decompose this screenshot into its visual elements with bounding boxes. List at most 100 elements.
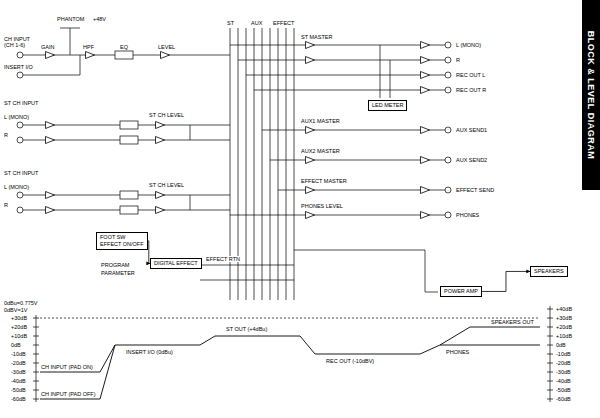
signal-label: ST CH LEVEL: [148, 112, 185, 118]
signal-label: ST: [226, 20, 235, 26]
output-jack: [445, 72, 451, 78]
power-amp-box: POWER AMP: [440, 286, 482, 297]
signal-label: -60dB: [555, 396, 572, 402]
amplifier-symbol: [306, 212, 315, 219]
amplifier-symbol: [306, 42, 315, 49]
eq-block: [115, 51, 133, 59]
node-text: EFFECT ON/OFF: [100, 241, 144, 248]
amplifier-symbol: [421, 72, 430, 79]
signal-label: -50dB: [555, 387, 572, 393]
amplifier-symbol: [421, 42, 430, 49]
eq-block: [120, 121, 138, 129]
amplifier-symbol: [46, 192, 55, 199]
node-text: DIGITAL EFFECT: [154, 260, 198, 267]
amplifier-symbol: [156, 207, 165, 214]
signal-label: CH INPUT (PAD OFF): [40, 391, 97, 397]
input-jack: [17, 207, 23, 213]
signal-label: 0dB: [555, 342, 567, 348]
signal-label: L (MONO): [3, 114, 30, 120]
signal-label: REC OUT L: [455, 72, 486, 78]
amplifier-symbol: [156, 137, 165, 144]
speaker-out-box: SPEAKERS: [530, 266, 568, 277]
input-jack: [17, 52, 23, 58]
input-jack: [17, 122, 23, 128]
signal-label: LEVEL: [157, 44, 176, 50]
signal-label: 0dB: [10, 342, 22, 348]
signal-label: REC OUT R: [455, 87, 487, 93]
signal-label: R: [3, 202, 9, 208]
amplifier-symbol: [306, 127, 315, 134]
signal-label: ST OUT (+4dBu): [225, 326, 268, 332]
output-jack: [445, 187, 451, 193]
amplifier-symbol: [156, 192, 165, 199]
amplifier-symbol: [421, 57, 430, 64]
signal-label: INSERT I/O (0dBu): [125, 349, 174, 355]
input-jack: [17, 192, 23, 198]
amplifier-symbol: [46, 122, 55, 129]
amplifier-symbol: [306, 187, 315, 194]
effect-box: DIGITAL EFFECT: [150, 258, 202, 269]
signal-label: AUX SEND1: [455, 127, 488, 133]
signal-label: -10dB: [555, 351, 572, 357]
signal-label: +30dB: [555, 315, 573, 321]
signal-label: R: [455, 57, 461, 63]
amplifier-symbol: [86, 52, 95, 59]
signal-label: -10dB: [10, 351, 27, 357]
signal-label: +20dB: [555, 324, 573, 330]
eq-block: [120, 191, 138, 199]
signal-label: SPEAKERS OUT: [490, 319, 535, 325]
amplifier-symbol: [156, 122, 165, 129]
signal-label: +48V: [92, 16, 107, 22]
signal-label: PROGRAM: [100, 262, 130, 268]
signal-label: L (MONO): [3, 184, 30, 190]
signal-label: EQ: [119, 44, 129, 50]
node-text: SPEAKERS: [534, 268, 564, 275]
signal-connector: [482, 271, 530, 291]
amplifier-symbol: [421, 87, 430, 94]
signal-label: PHANTOM: [56, 16, 85, 22]
output-jack: [445, 42, 451, 48]
node-text: BLOCK & LEVEL DIAGRAM: [586, 31, 596, 159]
node-text: POWER AMP: [444, 288, 478, 295]
signal-label: -30dB: [10, 369, 27, 375]
signal-label: PHONES: [445, 349, 470, 355]
signal-label: -30dB: [555, 369, 572, 375]
signal-label: HPF: [82, 44, 95, 50]
signal-label: -60dB: [10, 396, 27, 402]
signal-label: EFFECT: [272, 20, 295, 26]
title-band: BLOCK & LEVEL DIAGRAM: [582, 0, 600, 190]
meter-box: LED METER: [368, 100, 407, 111]
signal-label: 0dBu=0.775V: [3, 300, 39, 306]
amplifier-symbol: [306, 157, 315, 164]
output-wires: [200, 45, 445, 292]
eq-block: [120, 136, 138, 144]
signal-label: GAIN: [40, 44, 55, 50]
signal-label: AUX SEND2: [455, 157, 488, 163]
signal-label: 0dBV=1V: [3, 307, 28, 313]
output-jack: [445, 212, 451, 218]
headroom-line: [40, 318, 540, 319]
level-curve: [40, 327, 540, 399]
output-jack: [445, 157, 451, 163]
signal-label: +40dB: [555, 306, 573, 312]
signal-label: ST CH LEVEL: [148, 182, 185, 188]
signal-label: +30dB: [10, 315, 28, 321]
signal-label: +10dB: [10, 333, 28, 339]
amplifier-symbol: [421, 212, 430, 219]
node-text: LED METER: [372, 102, 403, 109]
signal-label: -20dB: [555, 360, 572, 366]
amplifier-symbol: [46, 52, 55, 59]
signal-label: INSERT I/O: [3, 64, 34, 70]
level-axes: [33, 306, 553, 402]
signal-label: REC OUT (-10dBV): [325, 358, 375, 364]
amplifier-symbol: [421, 187, 430, 194]
signal-label: EFFECT MASTER: [300, 178, 348, 184]
signal-label: +10dB: [555, 333, 573, 339]
amplifier-symbol: [161, 52, 170, 59]
input-wires: [23, 28, 230, 210]
signal-label: CH INPUT (PAD ON): [40, 364, 94, 370]
output-jack: [445, 127, 451, 133]
signal-label: ST CH INPUT: [3, 170, 39, 176]
signal-label: R: [3, 132, 9, 138]
